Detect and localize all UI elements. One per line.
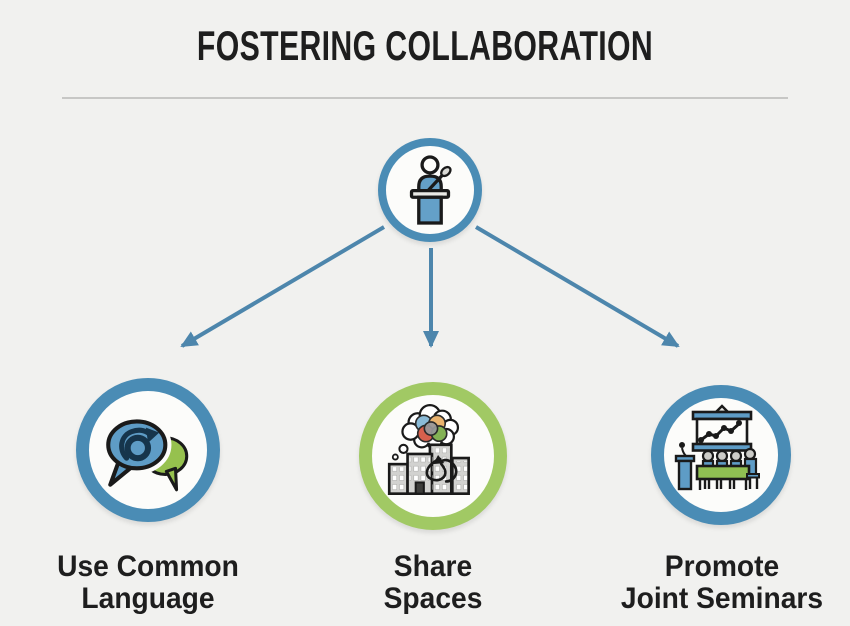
node-use-common-language [76,378,220,522]
hub-node [378,138,482,242]
node-share-spaces [359,382,507,530]
speaker-podium-icon [409,155,452,225]
page-title: FOSTERING COLLABORATION [196,22,654,69]
shared-spaces-icon [387,403,470,495]
arrow-to-promote-joint-seminars [474,225,680,348]
speech-bubbles-icon [102,415,189,492]
seminar-icon [674,404,760,491]
node-label-promote-joint-seminars: Promote Joint Seminars [620,550,824,616]
node-label-share-spaces: Share Spaces [383,550,483,616]
node-label-use-common-language: Use Common Language [57,550,239,616]
title-divider [62,97,788,99]
arrow-to-use-common-language [180,225,386,348]
node-promote-joint-seminars [651,385,791,525]
